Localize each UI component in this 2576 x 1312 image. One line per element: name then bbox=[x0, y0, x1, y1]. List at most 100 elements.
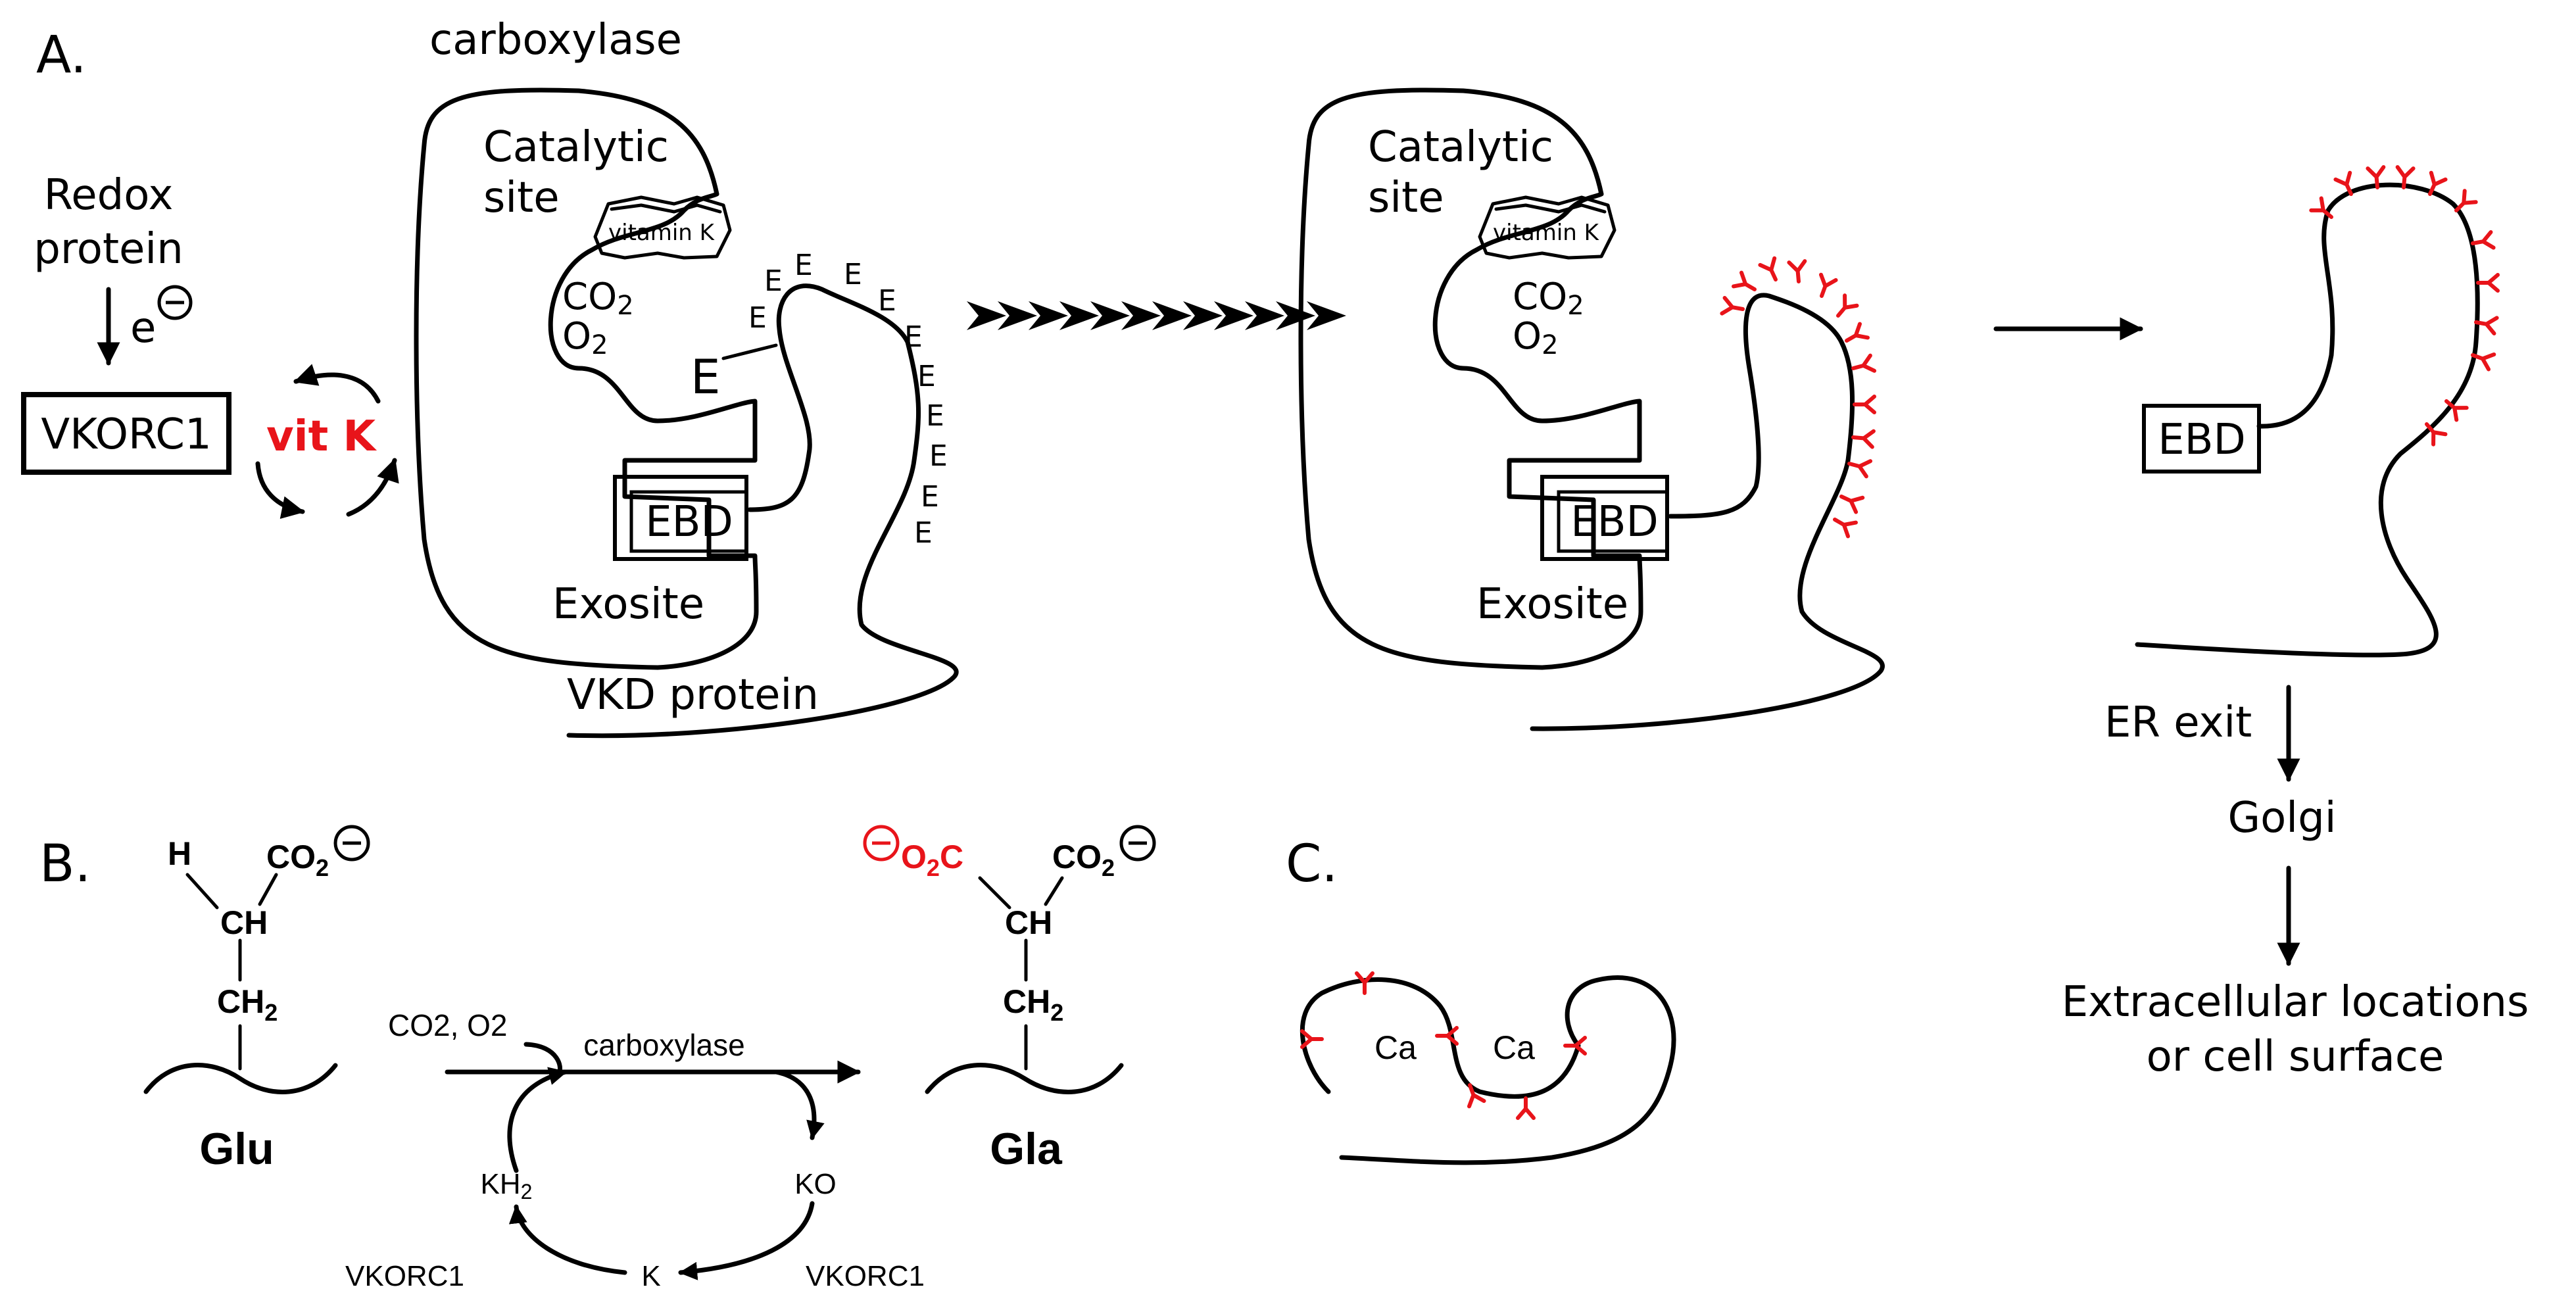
progression-arrows bbox=[967, 301, 1346, 330]
exosite-label-product: Exosite bbox=[1476, 580, 1628, 629]
ko-label: KO bbox=[794, 1168, 837, 1200]
panel-label-b: B. bbox=[39, 835, 91, 894]
gla-residue-icon bbox=[1853, 395, 1876, 414]
chevron-arrow-icon bbox=[1090, 301, 1130, 330]
electron-label: e bbox=[130, 304, 156, 352]
chevron-arrow-icon bbox=[1059, 301, 1099, 330]
gla-residue-icon bbox=[2366, 165, 2386, 189]
vkorc1-right-label: VKORC1 bbox=[806, 1260, 925, 1292]
glu-residue: E bbox=[764, 264, 783, 298]
gla-bond bbox=[1044, 876, 1064, 906]
chevron-arrow-icon bbox=[1276, 301, 1315, 330]
ebd-box-inner-product bbox=[1557, 490, 1669, 553]
gla-residue-icon bbox=[1839, 495, 1865, 514]
carboxylase-enzyme-outline-product bbox=[1298, 87, 1643, 670]
catalytic-site-line1-product: Catalytic bbox=[1368, 123, 1553, 172]
gla-residue-icon bbox=[2471, 230, 2496, 250]
glu-bond bbox=[721, 343, 778, 360]
chevron-arrow-icon bbox=[1183, 301, 1223, 330]
gla-residue-icon bbox=[2476, 273, 2500, 293]
o2-label: O2 bbox=[562, 315, 608, 360]
glu-residues: E E E E E E E E E E E bbox=[748, 249, 948, 550]
gla-ch2: CH2 bbox=[1003, 983, 1063, 1026]
k-label: K bbox=[641, 1260, 660, 1292]
calcium-label-2: Ca bbox=[1493, 1029, 1535, 1066]
catalytic-site-line2-product: site bbox=[1368, 174, 1444, 222]
glu-residue: E bbox=[878, 284, 896, 318]
glu-ch2: CH2 bbox=[217, 983, 278, 1026]
gla-residue-icon bbox=[2474, 316, 2499, 336]
gla-residue-icon bbox=[1467, 1083, 1486, 1109]
ebd-label-product: EBD bbox=[1570, 498, 1659, 547]
chevron-arrow-icon bbox=[998, 301, 1037, 330]
gla-residue-icon bbox=[2444, 399, 2469, 422]
gla-residue-icon bbox=[2428, 170, 2448, 196]
calcium-label-1: Ca bbox=[1374, 1029, 1417, 1066]
gla-co2: CO2 bbox=[1052, 838, 1115, 881]
carboxylase-title: carboxylase bbox=[429, 16, 682, 64]
vkd-protein-label: VKD protein bbox=[567, 671, 819, 719]
negative-charge-icon bbox=[1119, 825, 1156, 862]
er-exit-label: ER exit bbox=[2104, 698, 2252, 747]
vitamin-k-label-product: vitamin K bbox=[1493, 220, 1600, 246]
glu-residue: E bbox=[917, 360, 936, 393]
glu-residue: E bbox=[926, 399, 944, 433]
glu-bond bbox=[185, 873, 219, 910]
glu-co2: CO2 bbox=[266, 838, 329, 881]
vkd-protein-released bbox=[2135, 182, 2480, 658]
glu-residue: E bbox=[914, 516, 933, 550]
chevron-arrow-icon bbox=[1214, 301, 1253, 330]
gla-ch: CH bbox=[1005, 904, 1052, 941]
vkorc1-label: VKORC1 bbox=[41, 410, 211, 459]
ko-to-k-arrow bbox=[678, 1201, 815, 1280]
glu-residue: E bbox=[929, 439, 948, 473]
glu-backbone bbox=[143, 1063, 338, 1094]
panel-label-a: A. bbox=[36, 26, 87, 85]
vit-k-cycle-arrows bbox=[255, 364, 399, 519]
gla-residue-icon bbox=[1563, 1036, 1587, 1056]
vkorc1-box bbox=[21, 392, 231, 475]
exosite-label: Exosite bbox=[552, 580, 704, 629]
gla-residue-icon bbox=[1836, 293, 1859, 318]
kh2-label: KH2 bbox=[481, 1168, 533, 1203]
carboxylase-enzyme-label: carboxylase bbox=[583, 1028, 744, 1062]
chevron-arrow-icon bbox=[1245, 301, 1284, 330]
gla-residue-icon bbox=[1787, 259, 1807, 283]
redox-label-line2: protein bbox=[34, 225, 183, 274]
ebd-label: EBD bbox=[645, 498, 733, 547]
gla-residue-icon bbox=[2425, 422, 2448, 447]
chevron-arrow-icon bbox=[1307, 301, 1346, 330]
gla-residues-calcium bbox=[1300, 971, 1587, 1120]
ebd-box-inner bbox=[629, 490, 748, 553]
vitamin-k-molecule-icon bbox=[593, 195, 732, 260]
extracellular-line2: or cell surface bbox=[2147, 1033, 2444, 1081]
carboxylase-enzyme-outline bbox=[414, 87, 759, 670]
negative-charge-icon bbox=[157, 285, 193, 320]
gla-residue-icon bbox=[1516, 1096, 1536, 1120]
reactants-label: CO2, O2 bbox=[388, 1008, 508, 1042]
gla-residue-icon bbox=[1818, 272, 1838, 298]
catalytic-site-line2: site bbox=[483, 174, 560, 222]
co2-label: CO2 bbox=[562, 276, 634, 321]
ebd-label-released: EBD bbox=[2158, 416, 2246, 464]
gla-residue-icon bbox=[1851, 429, 1876, 449]
k-to-kh2-arrow bbox=[508, 1204, 627, 1275]
gla-residue-icon bbox=[1845, 322, 1870, 343]
vit-k-label: vit K bbox=[266, 412, 377, 461]
extracellular-line1: Extracellular locations bbox=[2062, 978, 2529, 1027]
glu-name: Glu bbox=[199, 1124, 274, 1174]
glu-residue: E bbox=[921, 480, 939, 514]
gla-residue-icon bbox=[1847, 459, 1873, 479]
bound-glu-residue: E bbox=[691, 349, 721, 404]
glu-h-atom: H bbox=[168, 835, 191, 872]
gla-residue-icon bbox=[2395, 165, 2416, 189]
chevron-arrow-icon bbox=[967, 301, 1006, 330]
gla-residue-icon bbox=[2471, 352, 2496, 372]
chevron-arrow-icon bbox=[1121, 301, 1161, 330]
vkd-protein-chain bbox=[566, 283, 959, 739]
gla-residue-icon bbox=[1851, 353, 1877, 373]
gla-residues-released bbox=[2309, 165, 2500, 447]
vitamin-k-label: vitamin K bbox=[608, 220, 716, 246]
kh2-arrow bbox=[507, 1067, 568, 1173]
co2-label-product: CO2 bbox=[1513, 276, 1584, 321]
